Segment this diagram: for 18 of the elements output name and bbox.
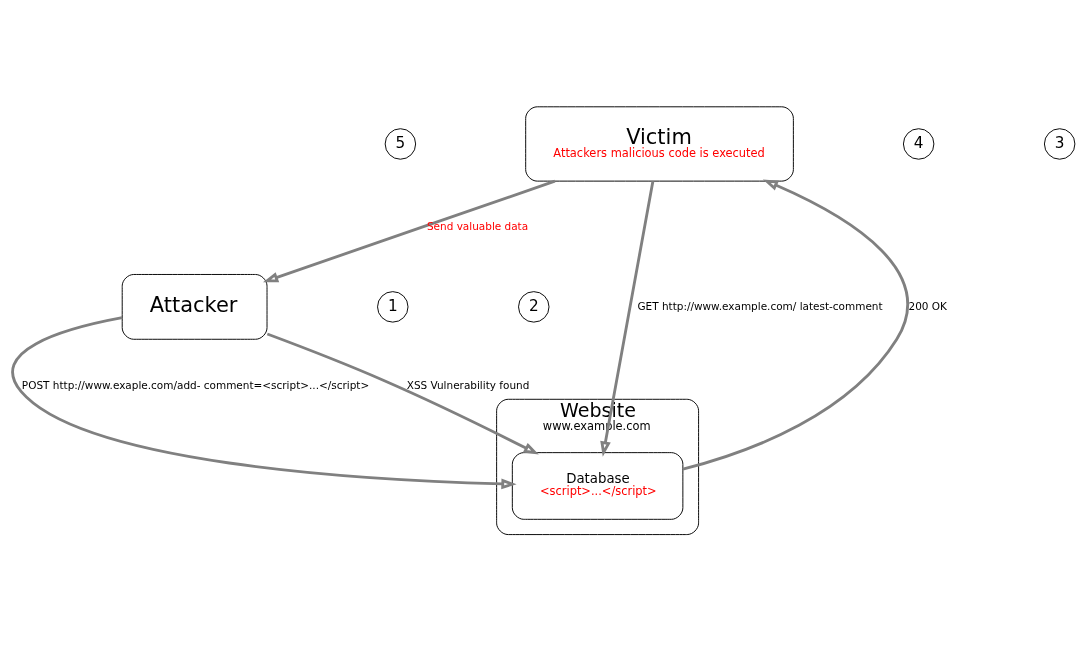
node-circle: 4 [902, 128, 935, 160]
node-box: Database <script>...</script> [511, 452, 684, 520]
node-box: Victim Attackers malicious code is executed [525, 106, 794, 182]
node-circle: 5 [384, 128, 417, 160]
node-box: Attacker [121, 274, 268, 340]
edge-label: 200 OK [908, 299, 947, 312]
edge-label: Send valuable data [426, 220, 529, 233]
edge-label: XSS Vulnerability found [406, 378, 530, 391]
arrow [263, 179, 556, 283]
node-circle: 1 [377, 291, 409, 323]
node-circle: 3 [1043, 128, 1076, 160]
edge-label: POST http://www.exaple.com/add- comment=<script>...</script> [21, 378, 370, 391]
arrow [266, 332, 539, 455]
arrow [600, 181, 655, 457]
arrow [682, 179, 909, 471]
node-circle: 2 [518, 291, 550, 323]
edge-label: GET http://www.example.com/ latest-comment [637, 299, 883, 312]
arrow [11, 316, 517, 490]
